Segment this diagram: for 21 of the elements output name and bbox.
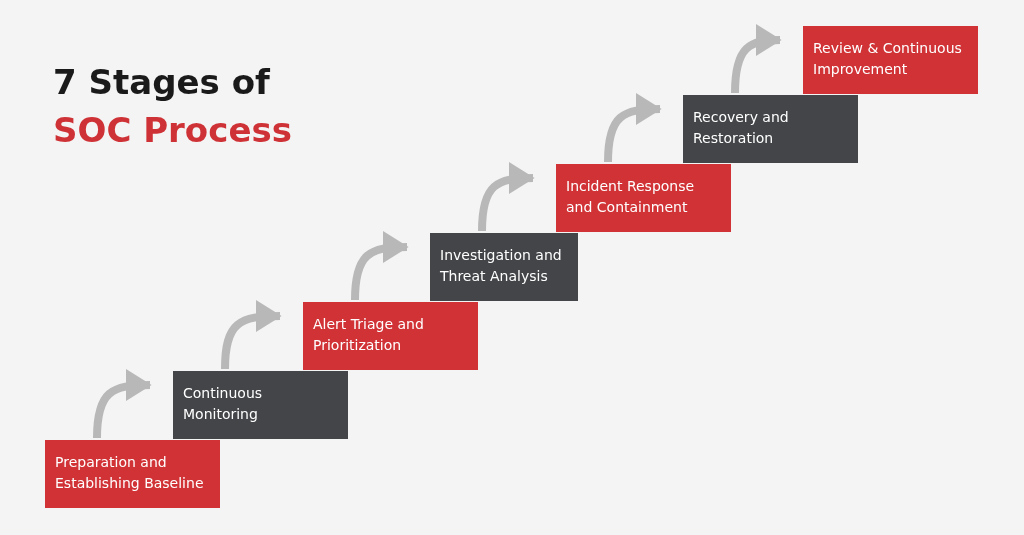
stage-step	[803, 26, 978, 94]
stage-label: Investigation and Threat Analysis	[440, 247, 562, 284]
curved-arrow	[478, 162, 535, 232]
stage-step	[173, 371, 348, 439]
stage-label: Preparation and Establishing Baseline	[55, 454, 204, 491]
title: 7 Stages of SOC Process	[53, 61, 293, 152]
curved-arrow	[731, 24, 782, 94]
stage-step	[430, 233, 578, 301]
stage-step	[303, 302, 478, 370]
stage-label: Incident Response and Containment	[566, 178, 695, 215]
stage-step	[556, 164, 731, 232]
curved-arrow	[93, 369, 152, 439]
stage-step	[683, 95, 858, 163]
curved-arrow	[351, 231, 409, 301]
stage-label: Review & Continuous Improvement	[813, 40, 962, 77]
curved-arrow	[221, 300, 282, 370]
stage-label: Recovery and Restoration	[693, 109, 789, 146]
stage-step	[45, 440, 220, 508]
stage-label: Alert Triage and Prioritization	[313, 316, 424, 353]
curved-arrow	[604, 93, 662, 163]
stage-label: Continuous Monitoring	[183, 385, 263, 422]
